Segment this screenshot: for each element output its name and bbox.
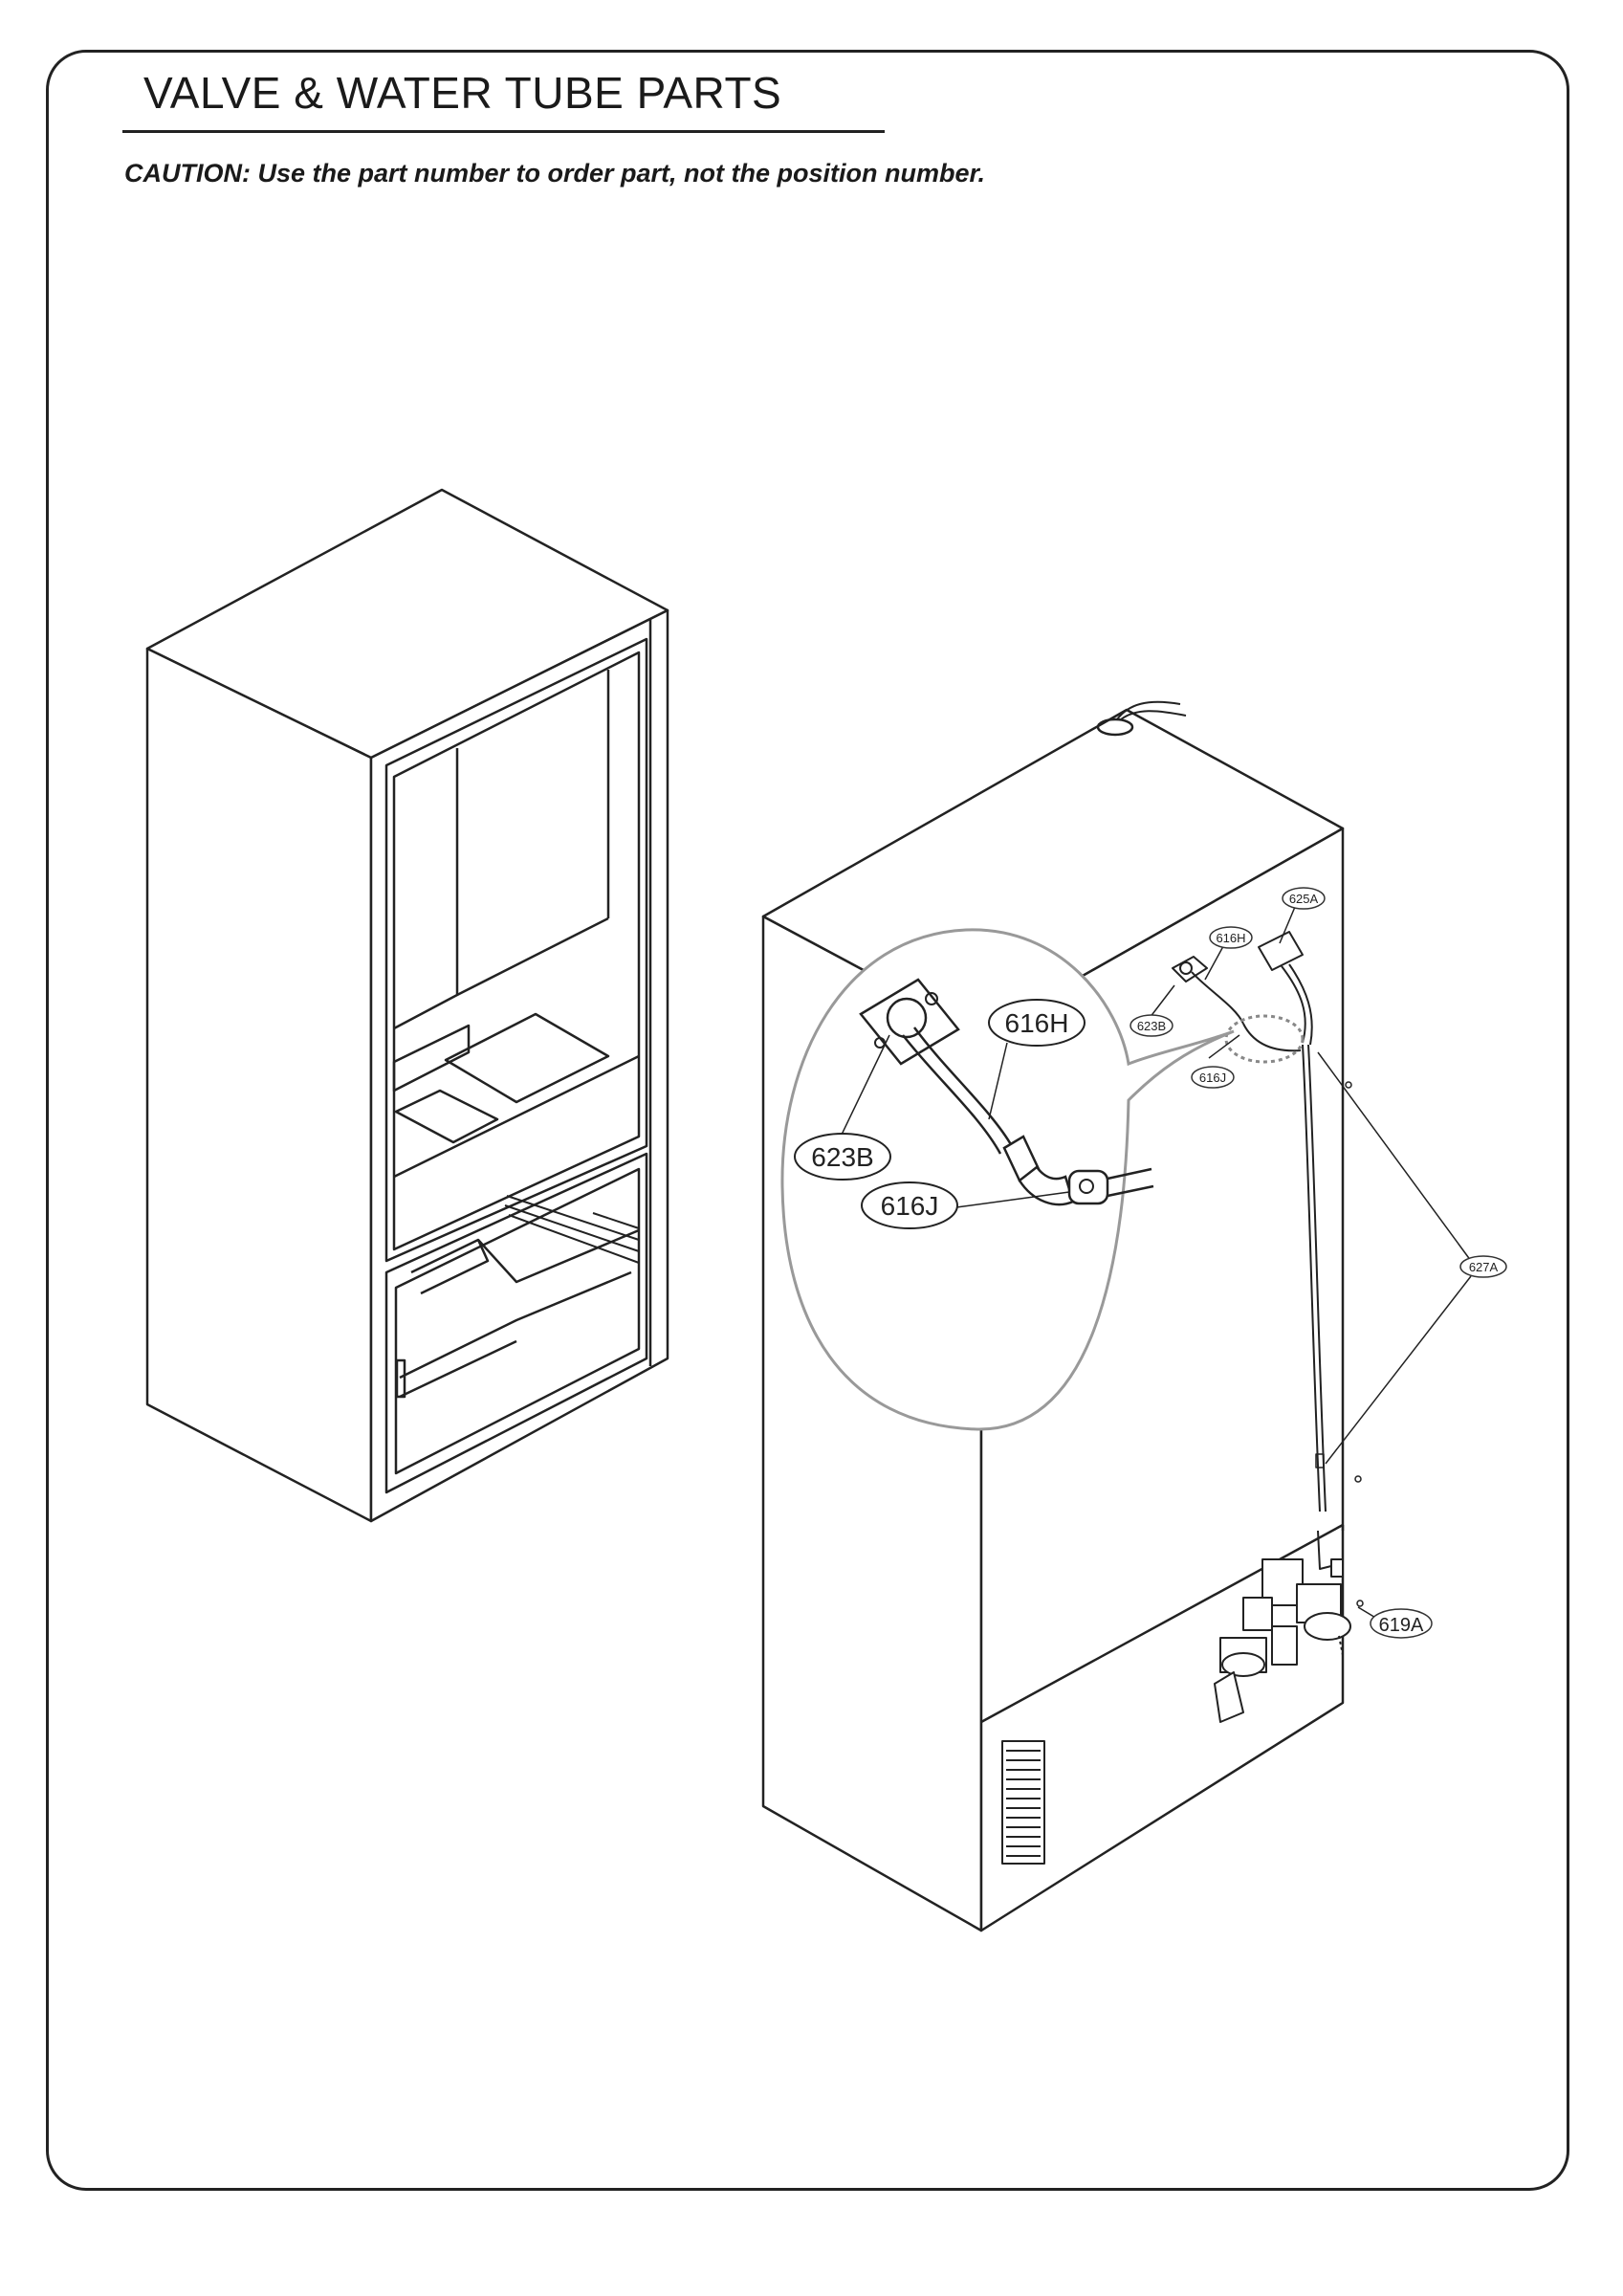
svg-text:616H: 616H (1005, 1008, 1069, 1038)
svg-text:623B: 623B (1137, 1019, 1166, 1033)
caution-note: CAUTION: Use the part number to order pa… (124, 159, 986, 188)
page-border (46, 50, 1569, 2191)
title-underline (122, 130, 885, 133)
callout-627A-small: 627A (1459, 1255, 1507, 1278)
svg-text:627A: 627A (1469, 1260, 1499, 1274)
callout-616H-large: 616H (988, 999, 1086, 1047)
callout-616H-small: 616H (1209, 926, 1253, 949)
callout-616J-large: 616J (861, 1181, 958, 1229)
refrigerator-front-view (145, 488, 669, 1523)
svg-text:616J: 616J (881, 1191, 939, 1221)
svg-text:625A: 625A (1289, 892, 1319, 906)
leader-lines (841, 906, 1472, 1620)
water-valve-assembly (1214, 1530, 1351, 1723)
callout-623B-large: 623B (794, 1133, 891, 1181)
svg-text:616H: 616H (1216, 931, 1245, 945)
callout-625A-small: 625A (1282, 887, 1326, 910)
page-title: VALVE & WATER TUBE PARTS (143, 68, 782, 118)
svg-text:616J: 616J (1199, 1071, 1226, 1085)
callout-619A: 619A (1370, 1608, 1433, 1639)
callout-616J-small: 616J (1191, 1066, 1235, 1089)
svg-text:623B: 623B (811, 1142, 873, 1172)
callout-623B-small: 623B (1130, 1014, 1173, 1037)
svg-text:619A: 619A (1379, 1615, 1424, 1636)
